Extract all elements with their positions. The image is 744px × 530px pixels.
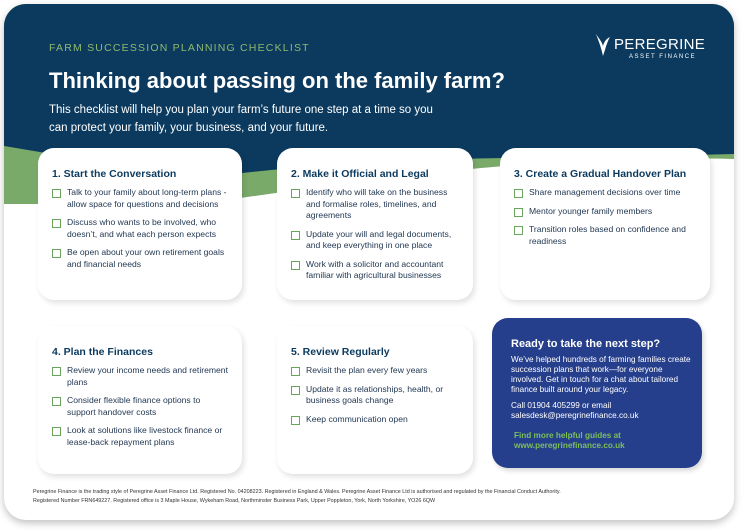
checkbox[interactable] [52, 189, 61, 198]
checkbox[interactable] [52, 367, 61, 376]
checkbox[interactable] [514, 226, 523, 235]
checkbox[interactable] [52, 427, 61, 436]
item-text: Revisit the plan every few years [306, 365, 428, 375]
checkbox[interactable] [52, 249, 61, 258]
section-title: 2. Make it Official and Legal [291, 168, 429, 180]
checklist-item[interactable]: Update your will and legal documents, an… [291, 229, 461, 252]
footer-line: Registered Number FRN649227. Registered … [33, 498, 436, 504]
logo-name: PEREGRINE [614, 36, 706, 53]
checklist-item[interactable]: Share management decisions over time [514, 187, 698, 199]
checkbox[interactable] [514, 189, 523, 198]
section-title: 5. Review Regularly [291, 346, 390, 358]
checkbox[interactable] [291, 415, 300, 425]
checkbox[interactable] [291, 385, 300, 395]
section-card: 2. Make it Official and Legal Identify w… [277, 148, 473, 300]
item-text: Keep communication open [306, 413, 408, 424]
checkbox[interactable] [52, 219, 61, 228]
section-card: 1. Start the Conversation Talk to your f… [38, 148, 242, 300]
section-title: 4. Plan the Finances [52, 346, 153, 358]
footer: Peregrine Finance is the trading style o… [33, 488, 561, 506]
item-text: Be open about your own retirement goals … [67, 247, 225, 269]
checklist-page: FARM SUCCESSION PLANNING CHECKLIST Think… [4, 4, 734, 520]
item-text: Discuss who wants to be involved, who do… [67, 217, 217, 239]
checklist-item[interactable]: Update it as relationships, health, or b… [291, 384, 461, 407]
page-title: Thinking about passing on the family far… [49, 68, 505, 93]
section-title: 1. Start the Conversation [52, 168, 177, 180]
checklist-item[interactable]: Be open about your own retirement goals … [52, 247, 230, 270]
checklist-item[interactable]: Revisit the plan every few years [291, 365, 461, 377]
section-card: 3. Create a Gradual Handover Plan Share … [500, 148, 710, 300]
item-text: Look at solutions like livestock finance… [67, 425, 223, 447]
item-text: Transition roles based on confidence and… [529, 224, 686, 246]
cta-link-url[interactable]: www.peregrinefinance.co.uk [514, 441, 625, 450]
logo-tagline: ASSET FINANCE [629, 54, 697, 60]
checklist-item[interactable]: Discuss who wants to be involved, who do… [52, 217, 230, 240]
cta-link-text: Find more helpful guides at [514, 431, 621, 440]
cta-body: We’ve helped hundreds of farming familie… [511, 355, 691, 394]
cta-title: Ready to take the next step? [511, 338, 661, 350]
checkbox[interactable] [514, 207, 523, 217]
checklist-item[interactable]: Work with a solicitor and accountant fam… [291, 259, 461, 282]
peregrine-bird-icon [596, 34, 610, 56]
checkbox[interactable] [291, 230, 300, 240]
item-text: Work with a solicitor and accountant fam… [306, 258, 444, 281]
cta-contact[interactable]: Call 01904 405299 or email salesdesk@per… [511, 401, 639, 420]
section-title: 3. Create a Gradual Handover Plan [514, 168, 687, 180]
logo: PEREGRINE ASSET FINANCE [594, 32, 705, 63]
checklist-item[interactable]: Review your income needs and retirement … [52, 365, 230, 388]
item-text: Review your income needs and retirement … [67, 365, 228, 387]
checklist-item[interactable]: Talk to your family about long-term plan… [52, 187, 230, 210]
section-card: 5. Review Regularly Revisit the plan eve… [277, 326, 473, 474]
cta-box: Ready to take the next step? We’ve helpe… [492, 318, 702, 468]
checkbox[interactable] [52, 397, 61, 406]
checklist-item[interactable]: Transition roles based on confidence and… [514, 224, 698, 247]
item-text: Consider flexible finance options to sup… [67, 395, 201, 417]
checklist-item[interactable]: Consider flexible finance options to sup… [52, 395, 230, 418]
footer-line: Peregrine Finance is the trading style o… [33, 489, 561, 495]
checklist-item[interactable]: Look at solutions like livestock finance… [52, 425, 230, 448]
item-text: Update your will and legal documents, an… [306, 228, 452, 251]
checkbox[interactable] [291, 189, 300, 198]
item-text: Update it as relationships, health, or b… [306, 383, 444, 406]
subtitle: This checklist will help you plan your f… [49, 104, 433, 134]
checklist-item[interactable]: Mentor younger family members [514, 206, 698, 218]
kicker: FARM SUCCESSION PLANNING CHECKLIST [49, 42, 310, 54]
section-card: 4. Plan the Finances Review your income … [38, 326, 242, 474]
checkbox[interactable] [291, 367, 300, 376]
item-text: Mentor younger family members [529, 205, 653, 216]
checkbox[interactable] [291, 260, 300, 270]
item-text: Share management decisions over time [529, 187, 681, 197]
checklist-item[interactable]: Identify who will take on the business a… [291, 187, 461, 222]
item-text: Talk to your family about long-term plan… [67, 187, 227, 209]
checklist-item[interactable]: Keep communication open [291, 414, 461, 426]
item-text: Identify who will take on the business a… [306, 187, 448, 220]
